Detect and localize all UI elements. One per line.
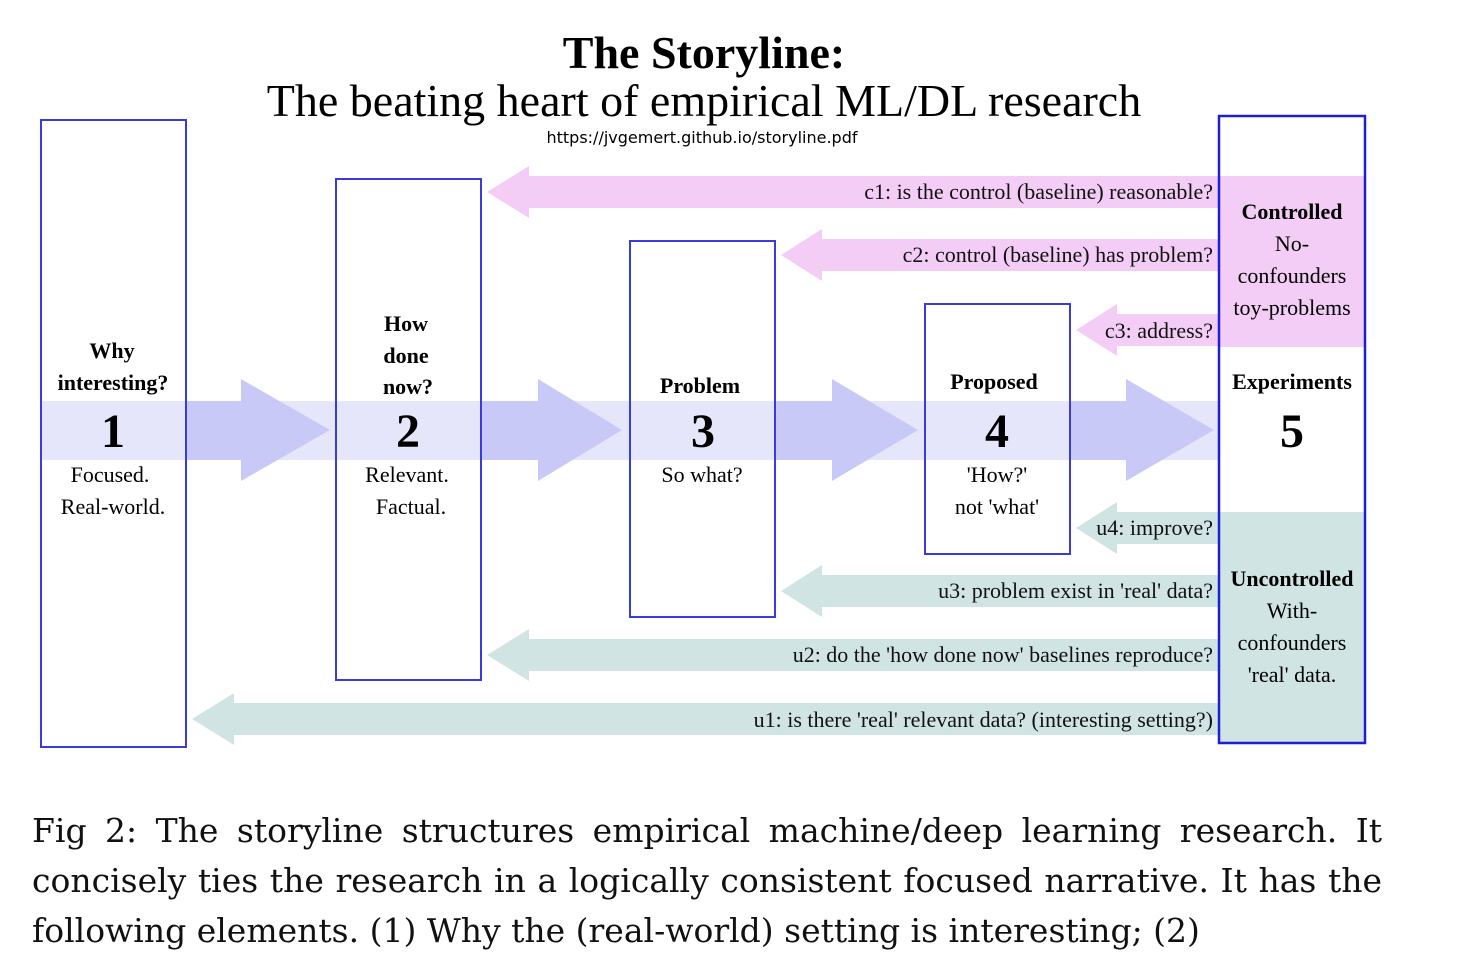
controlled-region — [1219, 176, 1365, 347]
flow-arrow-3-4 — [776, 379, 918, 481]
stage-box-4 — [924, 303, 1071, 555]
feedback-arrow-u3 — [781, 565, 1219, 617]
stage-4-note-1: 'How?' — [967, 462, 1028, 487]
uncontrolled-line-2: confounders — [1238, 630, 1347, 655]
stage-2-heading-line-2: done — [383, 343, 428, 368]
stage-4-number: 4 — [985, 405, 1009, 458]
feedback-label-u2: u2: do the 'how done now' baselines repr… — [793, 642, 1213, 667]
stage-3-heading: Problem — [660, 373, 740, 398]
uncontrolled-line-3: 'real' data. — [1248, 662, 1337, 687]
feedback-label-c2: c2: control (baseline) has problem? — [903, 242, 1213, 267]
stage-1-heading-line-2: interesting? — [58, 370, 169, 395]
diagram-title: The Storyline: — [563, 27, 845, 78]
feedback-arrow-c3 — [1076, 304, 1219, 356]
feedback-label-u3: u3: problem exist in 'real' data? — [938, 578, 1213, 603]
flow-arrow-1-2 — [186, 379, 330, 481]
uncontrolled-line-1: With- — [1267, 598, 1317, 623]
stage-3-note-1: So what? — [661, 462, 742, 487]
feedback-label-u1: u1: is there 'real' relevant data? (inte… — [754, 707, 1213, 732]
feedback-arrow-u4 — [1076, 502, 1219, 554]
controlled-heading: Controlled — [1241, 199, 1342, 224]
diagram-subtitle: The beating heart of empirical ML/DL res… — [267, 75, 1141, 126]
stage-box-5 — [1217, 114, 1367, 745]
stage-2-note-2: Factual. — [376, 494, 446, 519]
stage-box-3 — [629, 240, 776, 618]
stage-3-number: 3 — [691, 405, 715, 458]
stage-2-heading-line-1: How — [384, 311, 428, 336]
stage-2-number: 2 — [396, 405, 420, 458]
feedback-label-c1: c1: is the control (baseline) reasonable… — [864, 179, 1213, 204]
feedback-arrow-c2 — [781, 229, 1219, 281]
uncontrolled-heading: Uncontrolled — [1230, 566, 1353, 591]
feedback-arrow-c1 — [487, 166, 1219, 218]
feedback-arrow-u2 — [487, 629, 1219, 681]
flow-arrow-4-5 — [1071, 379, 1214, 481]
uncontrolled-region — [1219, 512, 1365, 743]
controlled-line-1: No- — [1275, 231, 1309, 256]
stage-2-note-1: Relevant. — [365, 462, 449, 487]
stage-1-note-1: Focused. — [71, 462, 150, 487]
stage-4-note-2: not 'what' — [955, 494, 1039, 519]
flow-arrow-2-3 — [482, 379, 622, 481]
stage-2-heading-line-3: now? — [383, 374, 433, 399]
stage-box-1 — [40, 119, 187, 748]
feedback-label-u4: u4: improve? — [1096, 515, 1213, 540]
stage-1-number: 1 — [101, 405, 125, 458]
feedback-label-c3: c3: address? — [1105, 318, 1213, 343]
controlled-line-3: toy-problems — [1233, 295, 1350, 320]
stage-1-heading-line-1: Why — [89, 338, 134, 363]
stage-4-heading: Proposed — [950, 369, 1038, 394]
source-url: https://jvgemert.github.io/storyline.pdf — [546, 128, 857, 147]
controlled-line-2: confounders — [1238, 263, 1347, 288]
stage-5-number: 5 — [1280, 405, 1304, 458]
stage-1-note-2: Real-world. — [61, 494, 165, 519]
stage-5-heading: Experiments — [1232, 369, 1352, 394]
figure-caption: Fig 2: The storyline structures empirica… — [32, 811, 1382, 950]
stage-box-2 — [335, 178, 482, 681]
feedback-arrow-u1 — [192, 693, 1219, 745]
